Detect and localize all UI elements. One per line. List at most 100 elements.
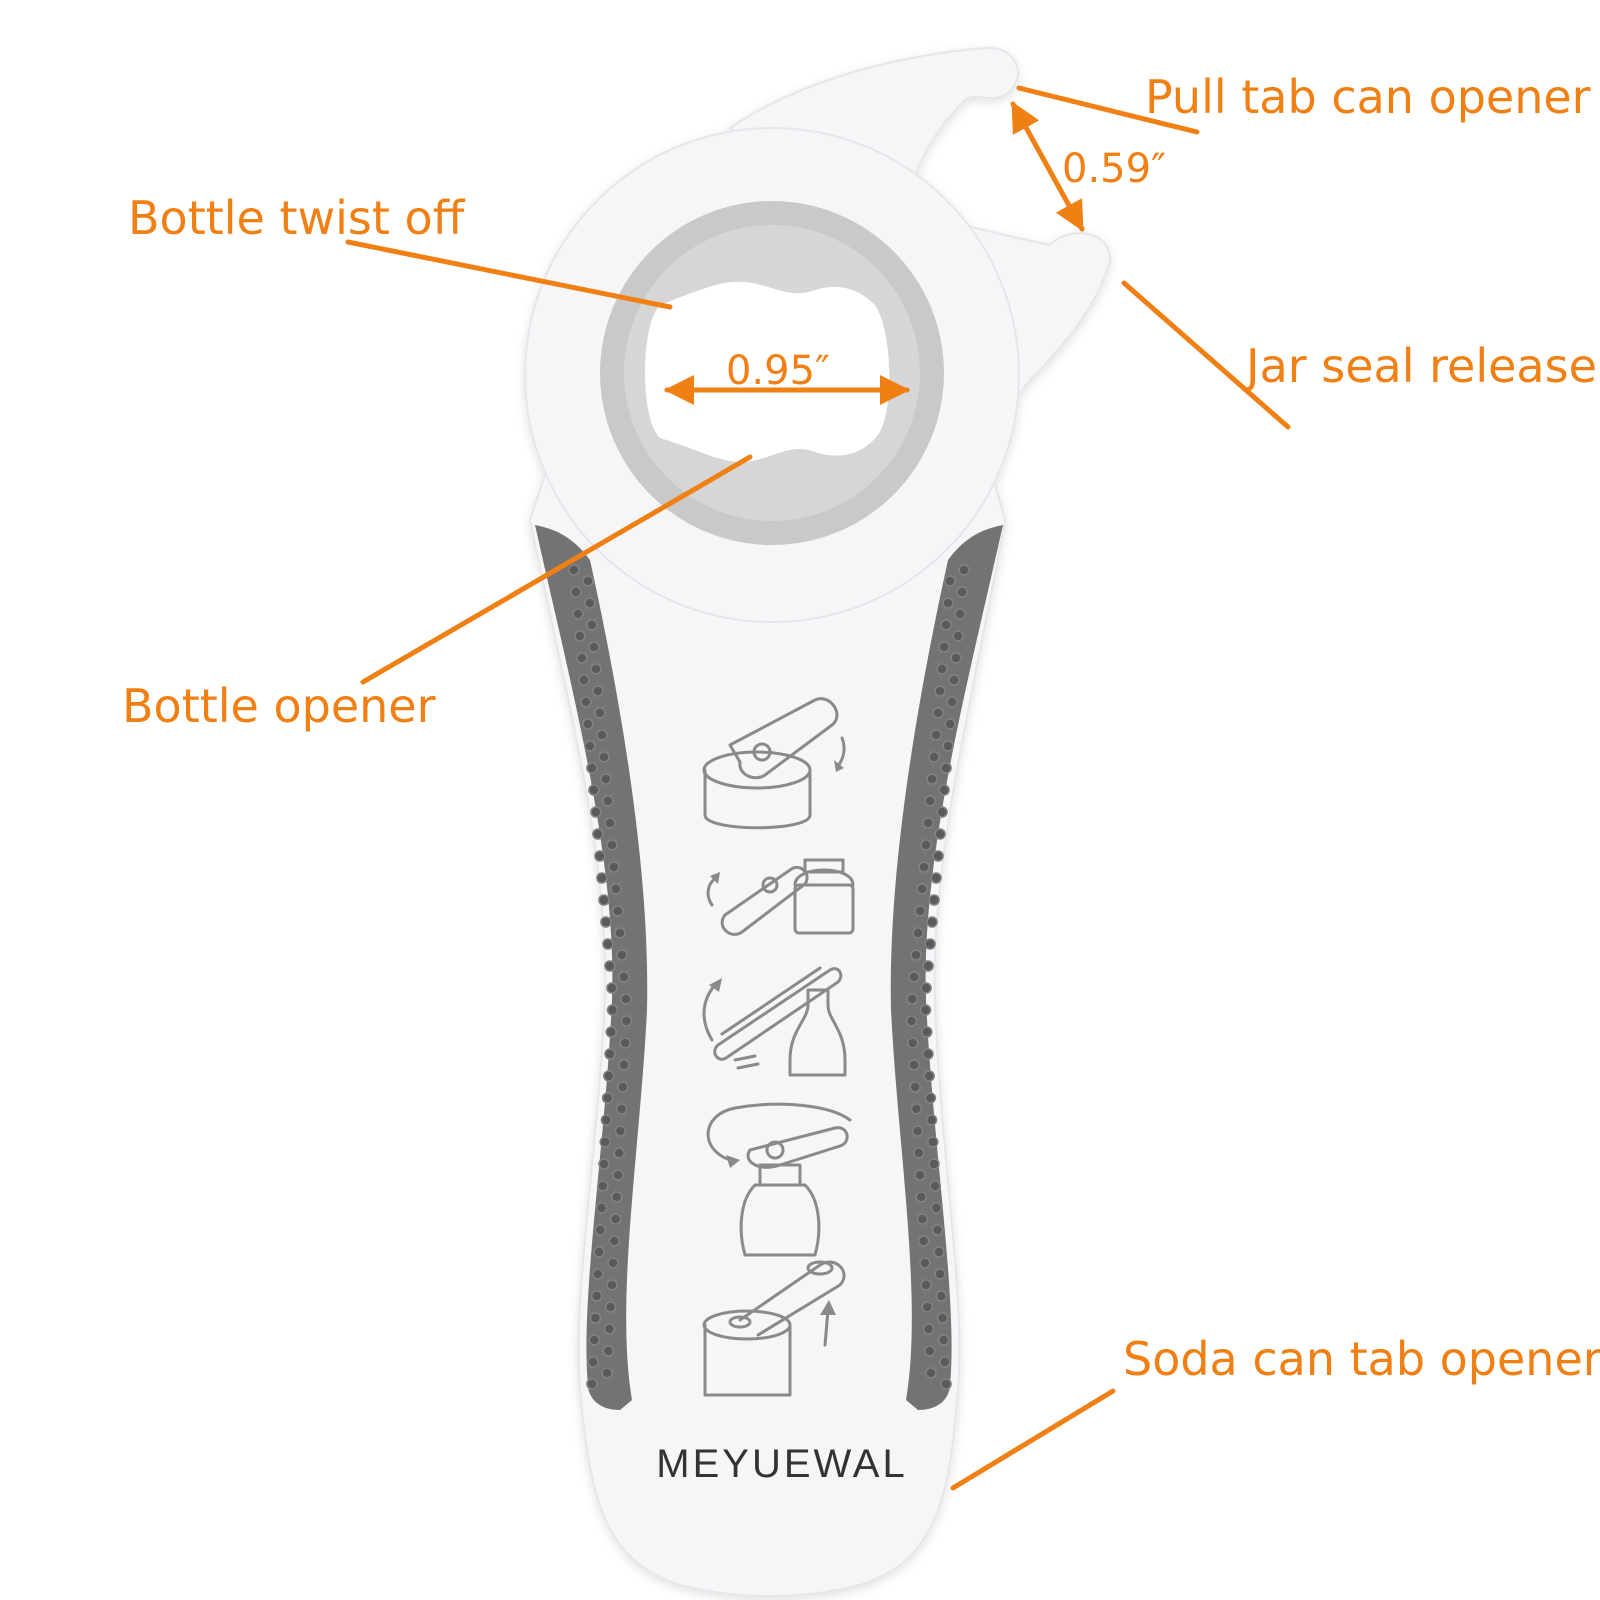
grip-dot xyxy=(598,751,610,763)
grip-right xyxy=(890,525,1003,1410)
grip-dot xyxy=(913,1147,925,1159)
bottle-hole xyxy=(645,281,890,463)
grip-dot xyxy=(930,729,942,741)
grip-dot xyxy=(602,938,614,950)
grip-dot xyxy=(606,982,618,994)
grip-dot xyxy=(908,971,920,983)
grip-dot xyxy=(934,828,946,840)
grip-dot xyxy=(914,905,926,917)
grip-dot xyxy=(920,982,932,994)
grip-dot xyxy=(597,1180,609,1192)
grip-dot xyxy=(596,729,608,741)
grip-dot xyxy=(594,707,606,719)
tin-can-open-icon xyxy=(702,697,846,830)
grip-dot xyxy=(958,564,970,576)
grip-dot xyxy=(928,751,940,763)
leader-bottle-opener xyxy=(360,454,753,685)
grip-dot xyxy=(920,1279,932,1291)
grip-dot xyxy=(916,883,928,895)
grip-dot xyxy=(574,630,586,642)
brand-name: MEYUEWAL xyxy=(656,1442,907,1486)
grip-dot xyxy=(924,795,936,807)
grip-dot xyxy=(612,905,624,917)
bottle-cap-icon xyxy=(702,966,847,1077)
grip-dot xyxy=(934,685,946,697)
grip-dot xyxy=(606,1279,618,1291)
grip-dot xyxy=(936,806,948,818)
grip-dot xyxy=(921,1301,934,1313)
grip-dot xyxy=(604,960,616,972)
grip-dot xyxy=(576,652,588,664)
grip-dot xyxy=(601,1367,613,1379)
label-jar-seal: Jar seal release xyxy=(1243,339,1597,393)
grip-dot xyxy=(915,1191,927,1203)
grip-dot xyxy=(934,1268,946,1280)
grip-dot xyxy=(598,1158,610,1170)
grip-dot xyxy=(930,872,942,884)
grip-dot xyxy=(592,828,604,840)
grip-dot xyxy=(602,1345,615,1357)
grip-dot xyxy=(946,696,958,708)
grip-dot xyxy=(598,894,610,906)
label-soda-tab: Soda can tab opener xyxy=(1123,1332,1600,1386)
grip-dot xyxy=(608,1235,621,1247)
grip-dot xyxy=(572,608,584,620)
grip-dot xyxy=(930,1202,943,1214)
jar-lid-icon xyxy=(706,858,855,936)
grip-dot xyxy=(587,1356,599,1368)
grip-dot xyxy=(929,1180,941,1192)
grip-dot xyxy=(601,1092,614,1104)
grip-dot xyxy=(592,685,604,697)
grip-dot xyxy=(594,850,606,862)
grip-dot xyxy=(931,1224,944,1236)
grip-dot xyxy=(914,1169,926,1181)
grip-dot xyxy=(578,674,590,686)
dim-arrow-tab-gap xyxy=(1010,101,1085,232)
grip-dot xyxy=(918,861,930,873)
grip-dot xyxy=(940,762,952,774)
grip-dot xyxy=(921,1026,933,1038)
grip-dot xyxy=(604,817,616,829)
grip-dot xyxy=(952,630,964,642)
grip-dot xyxy=(926,916,938,928)
grip-dot xyxy=(938,784,950,796)
grip-dot xyxy=(910,949,922,961)
grip-dot xyxy=(916,1213,929,1225)
grip-dot xyxy=(590,806,602,818)
grip-dot xyxy=(908,1059,920,1071)
grip-dot xyxy=(603,1323,616,1335)
grip-dot xyxy=(940,1378,952,1390)
grip-dot xyxy=(907,1037,919,1049)
grip-dot xyxy=(926,773,938,785)
dim-bottle-hole: 0.95″ xyxy=(726,348,830,394)
leader-jar-seal xyxy=(1121,280,1291,430)
grip-dot xyxy=(589,1312,602,1324)
grip-dot xyxy=(616,949,628,961)
grip-dot xyxy=(924,938,936,950)
soda-can-icon xyxy=(702,1260,846,1397)
grip-dot xyxy=(586,619,598,631)
grip-dot xyxy=(570,586,582,598)
grip-dot xyxy=(605,1026,617,1038)
grip-dot xyxy=(922,1048,934,1060)
grip-dot xyxy=(614,927,626,939)
grip-dot xyxy=(924,1092,937,1104)
dim-tab-gap: 0.59″ xyxy=(1062,146,1166,192)
grip-dot xyxy=(588,784,600,796)
leader-pull-tab xyxy=(1016,85,1200,135)
grip-dot xyxy=(594,1224,607,1236)
grip-dot xyxy=(923,1345,936,1357)
grip-dot xyxy=(936,663,948,675)
grip-dot xyxy=(922,960,934,972)
grip-dot xyxy=(610,883,622,895)
grip-dot xyxy=(620,1015,633,1027)
grip-dot xyxy=(932,707,944,719)
grip-dot xyxy=(922,1323,935,1335)
grip-dot xyxy=(948,674,960,686)
grip-dot xyxy=(606,839,618,851)
grip-dot xyxy=(942,740,954,752)
grip-dot xyxy=(912,927,924,939)
grip-dot xyxy=(614,1125,627,1137)
grip-dot xyxy=(938,641,950,653)
grip-dot xyxy=(927,1136,939,1148)
